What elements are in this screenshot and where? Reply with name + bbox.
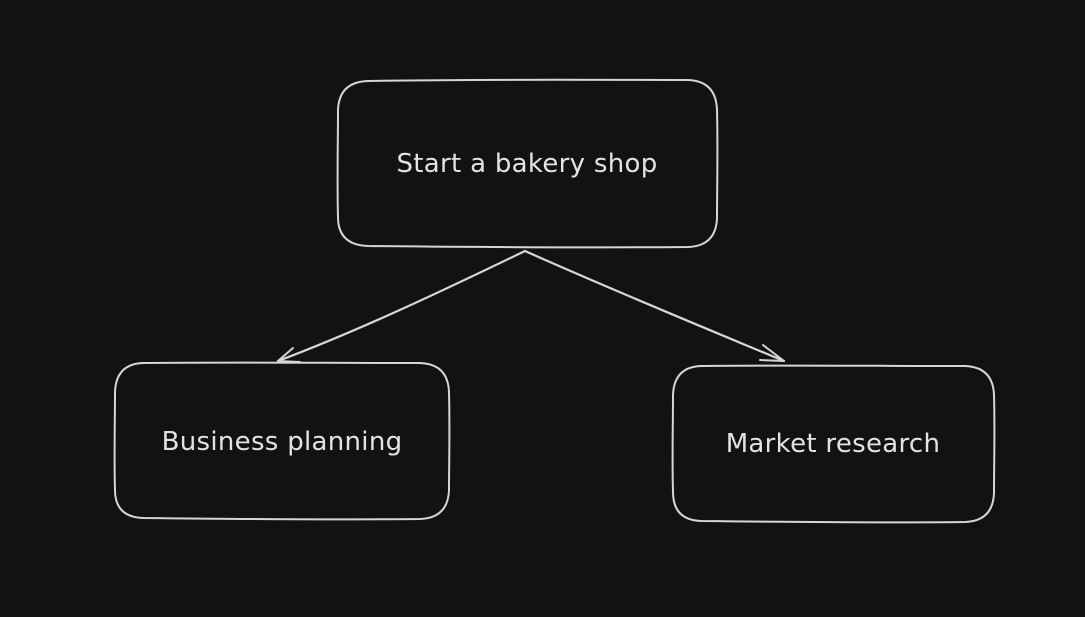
node-box — [336, 78, 719, 249]
edge-line — [276, 249, 527, 363]
node-box — [671, 364, 996, 524]
node-box — [113, 361, 451, 521]
node-label: Market research — [726, 429, 941, 459]
node-label: Start a bakery shop — [396, 149, 657, 179]
node-label: Business planning — [162, 427, 403, 457]
edge-root-to-business[interactable] — [276, 249, 527, 363]
edge-line — [523, 249, 786, 363]
arrowhead-icon — [759, 344, 785, 362]
node-market-research[interactable]: Market research — [671, 364, 996, 524]
edge-root-to-market[interactable] — [523, 249, 786, 363]
arrowhead-icon — [277, 347, 301, 363]
node-start-bakery-shop[interactable]: Start a bakery shop — [336, 78, 719, 249]
node-business-planning[interactable]: Business planning — [113, 361, 451, 521]
